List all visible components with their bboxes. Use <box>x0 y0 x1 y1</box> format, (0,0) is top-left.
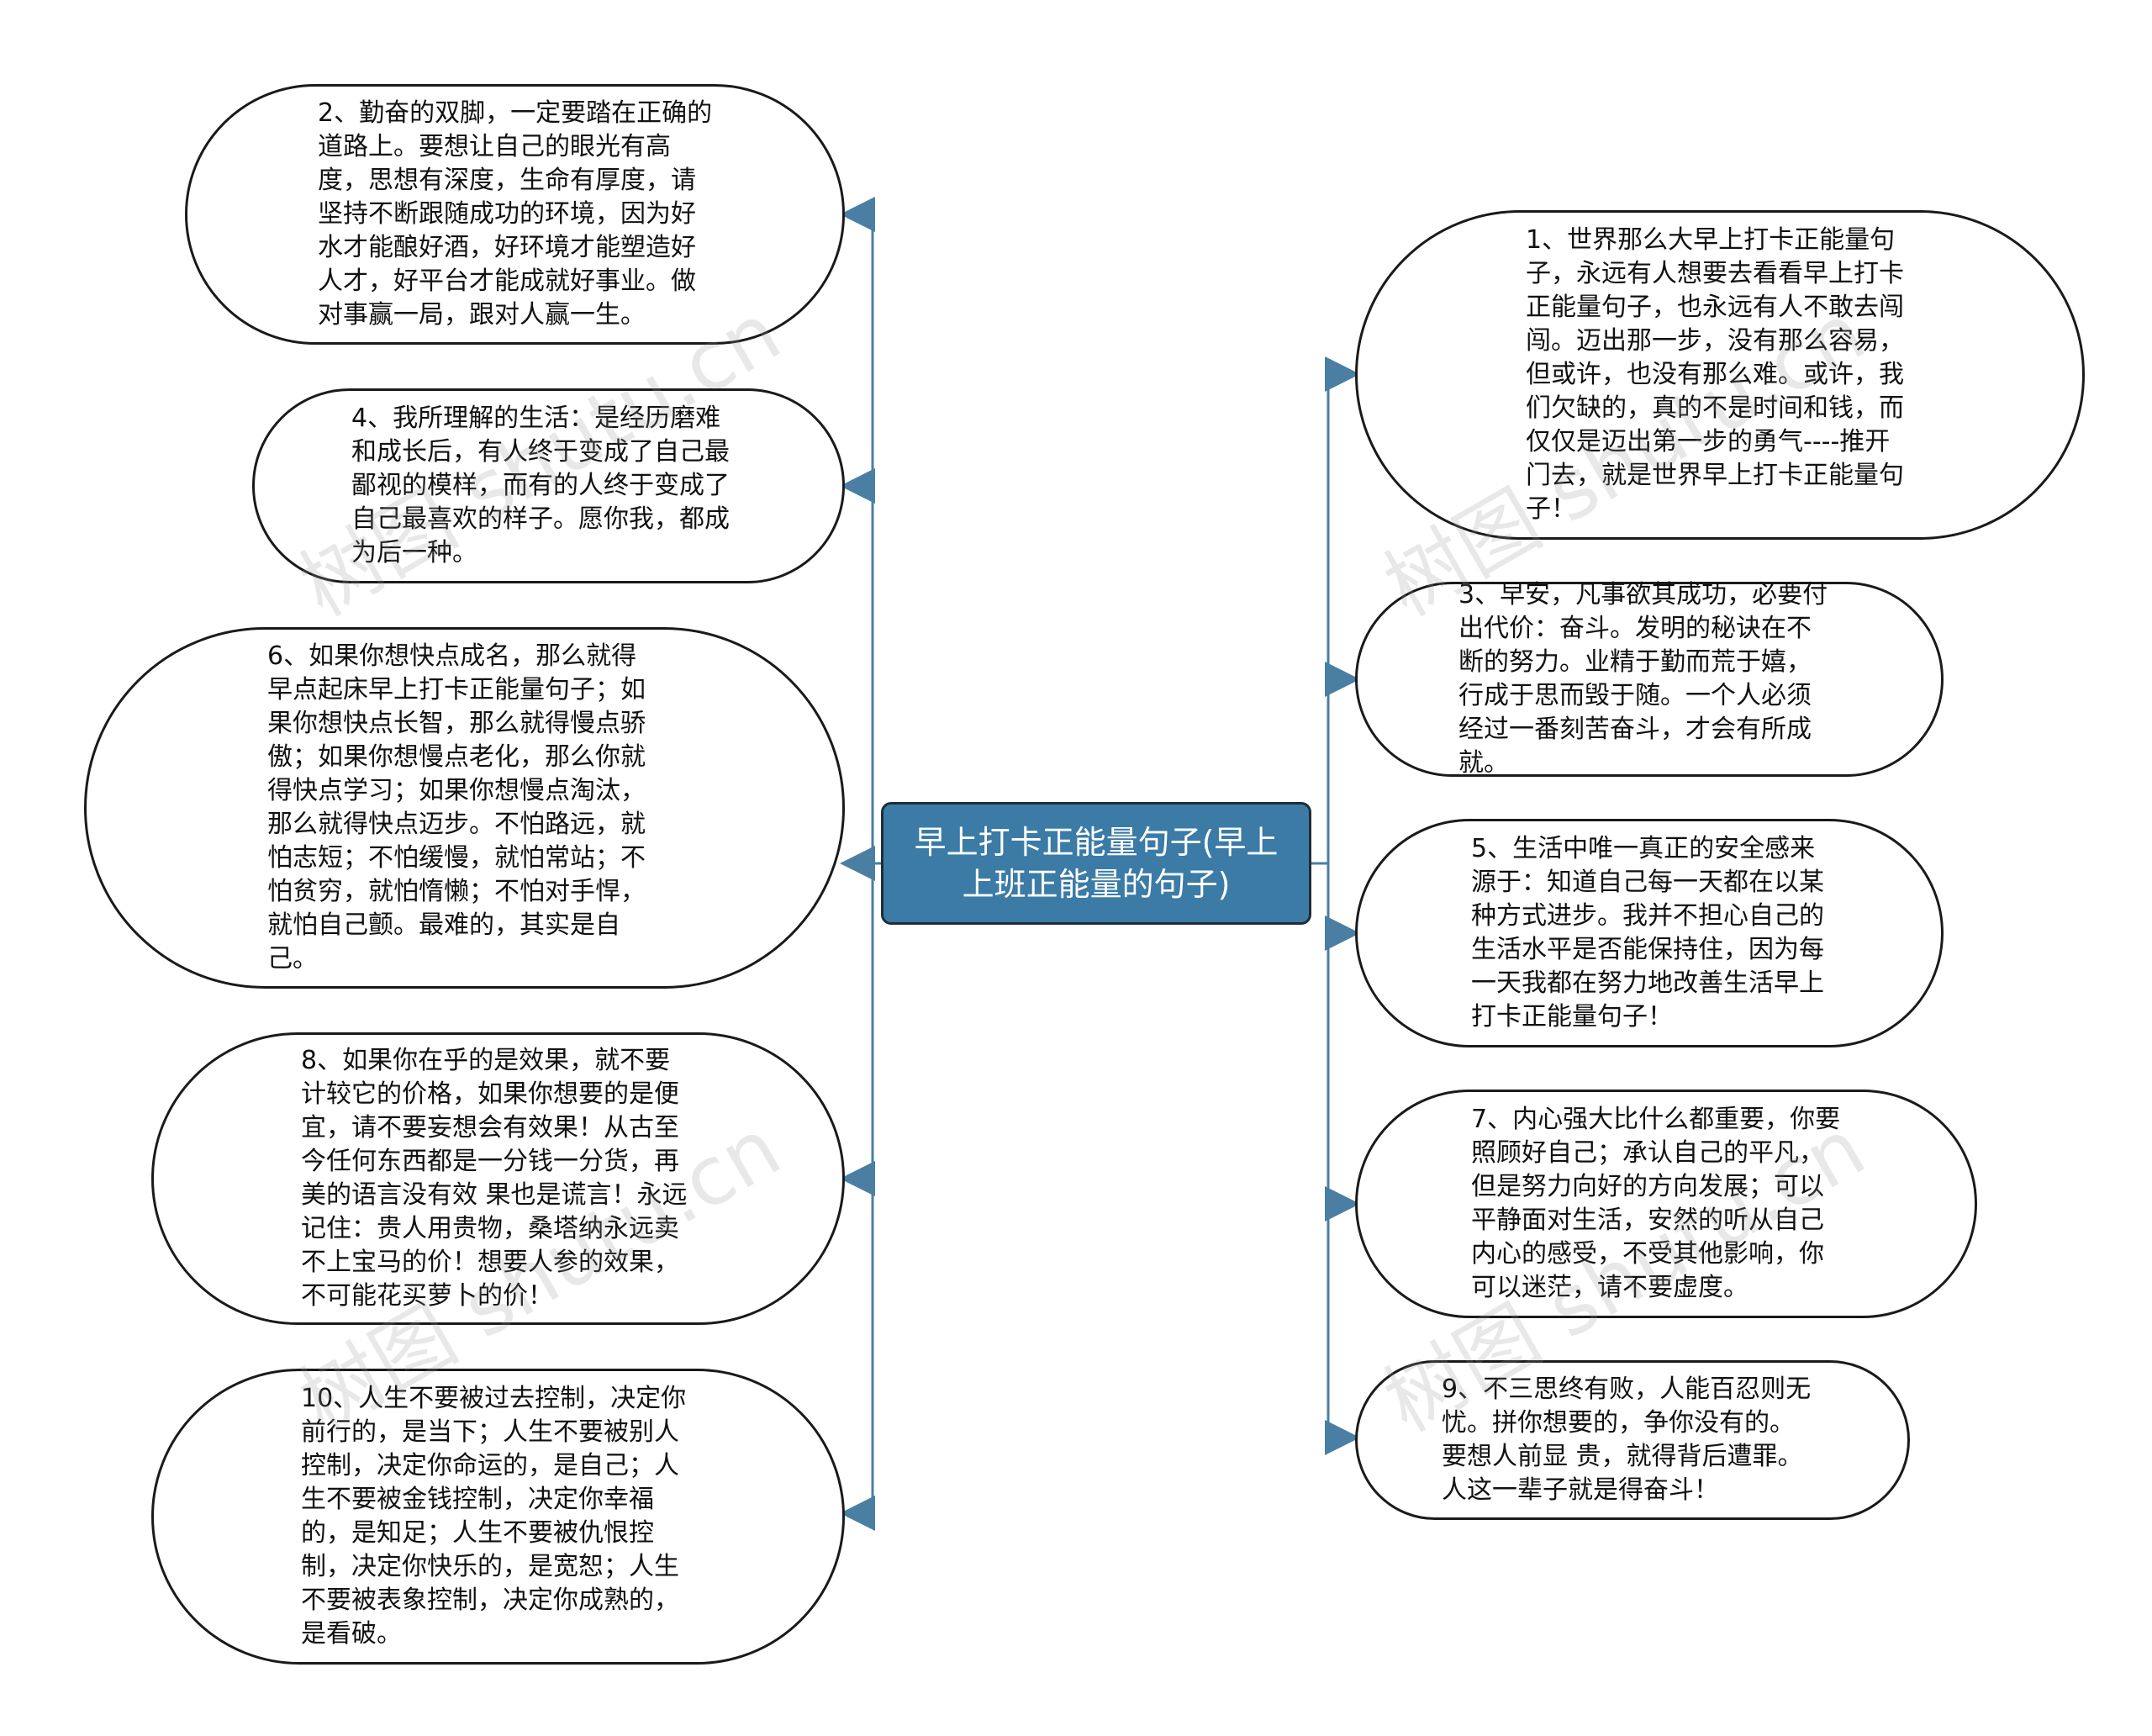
topic-node-left-3[interactable]: 6、如果你想快点成名，那么就得早点起床早上打卡正能量句子；如果你想快点长智，那么… <box>84 627 845 989</box>
topic-node-left-4[interactable]: 8、如果你在乎的是效果，就不要计较它的价格，如果你想要的是便宜，请不要妄想会有效… <box>151 1032 845 1325</box>
topic-text: 4、我所理解的生活：是经历磨难和成长后，有人终于变成了自己最鄙视的模样，而有的人… <box>351 404 730 567</box>
topic-node-right-3[interactable]: 5、生活中唯一真正的安全感来源于：知道自己每一天都在以某种方式进步。我并不担心自… <box>1355 819 1944 1047</box>
topic-text: 1、世界那么大早上打卡正能量句子，永远有人想要去看看早上打卡正能量句子，也永远有… <box>1526 225 1904 524</box>
topic-text: 5、生活中唯一真正的安全感来源于：知道自己每一天都在以某种方式进步。我并不担心自… <box>1471 834 1824 1032</box>
topic-node-right-1[interactable]: 1、世界那么大早上打卡正能量句子，永远有人想要去看看早上打卡正能量句子，也永远有… <box>1355 210 2085 540</box>
topic-text: 10、人生不要被过去控制，决定你前行的，是当下；人生不要被别人控制，决定你命运的… <box>301 1384 687 1649</box>
central-topic-label: 早上打卡正能量句子(早上上班正能量的句子) <box>914 824 1279 903</box>
topic-text: 3、早安，凡事欲其成功，必要付出代价：奋斗。发明的秘诀在不断的努力。业精于勤而荒… <box>1458 580 1828 778</box>
topic-node-right-2[interactable]: 3、早安，凡事欲其成功，必要付出代价：奋斗。发明的秘诀在不断的努力。业精于勤而荒… <box>1355 580 1944 778</box>
topic-text: 9、不三思终有败，人能百忍则无忧。拼你想要的，争你没有的。要想人前显 贵，就得背… <box>1442 1375 1812 1505</box>
topic-node-left-1[interactable]: 2、勤奋的双脚，一定要踏在正确的道路上。要想让自己的眼光有高度，思想有深度，生命… <box>185 84 845 345</box>
topic-node-left-2[interactable]: 4、我所理解的生活：是经历磨难和成长后，有人终于变成了自己最鄙视的模样，而有的人… <box>252 388 845 583</box>
topic-node-right-5[interactable]: 9、不三思终有败，人能百忍则无忧。拼你想要的，争你没有的。要想人前显 贵，就得背… <box>1355 1360 1910 1520</box>
topic-text: 7、内心强大比什么都重要，你要照顾好自己；承认自己的平凡，但是努力向好的方向发展… <box>1471 1105 1841 1302</box>
topic-text: 2、勤奋的双脚，一定要踏在正确的道路上。要想让自己的眼光有高度，思想有深度，生命… <box>318 98 713 330</box>
central-topic[interactable]: 早上打卡正能量句子(早上上班正能量的句子) <box>881 802 1311 925</box>
topic-text: 6、如果你想快点成名，那么就得早点起床早上打卡正能量句子；如果你想快点长智，那么… <box>267 641 646 974</box>
topic-node-left-5[interactable]: 10、人生不要被过去控制，决定你前行的，是当下；人生不要被别人控制，决定你命运的… <box>151 1369 845 1665</box>
topic-text: 8、如果你在乎的是效果，就不要计较它的价格，如果你想要的是便宜，请不要妄想会有效… <box>301 1046 688 1311</box>
topic-node-right-4[interactable]: 7、内心强大比什么都重要，你要照顾好自己；承认自己的平凡，但是努力向好的方向发展… <box>1355 1090 1977 1318</box>
